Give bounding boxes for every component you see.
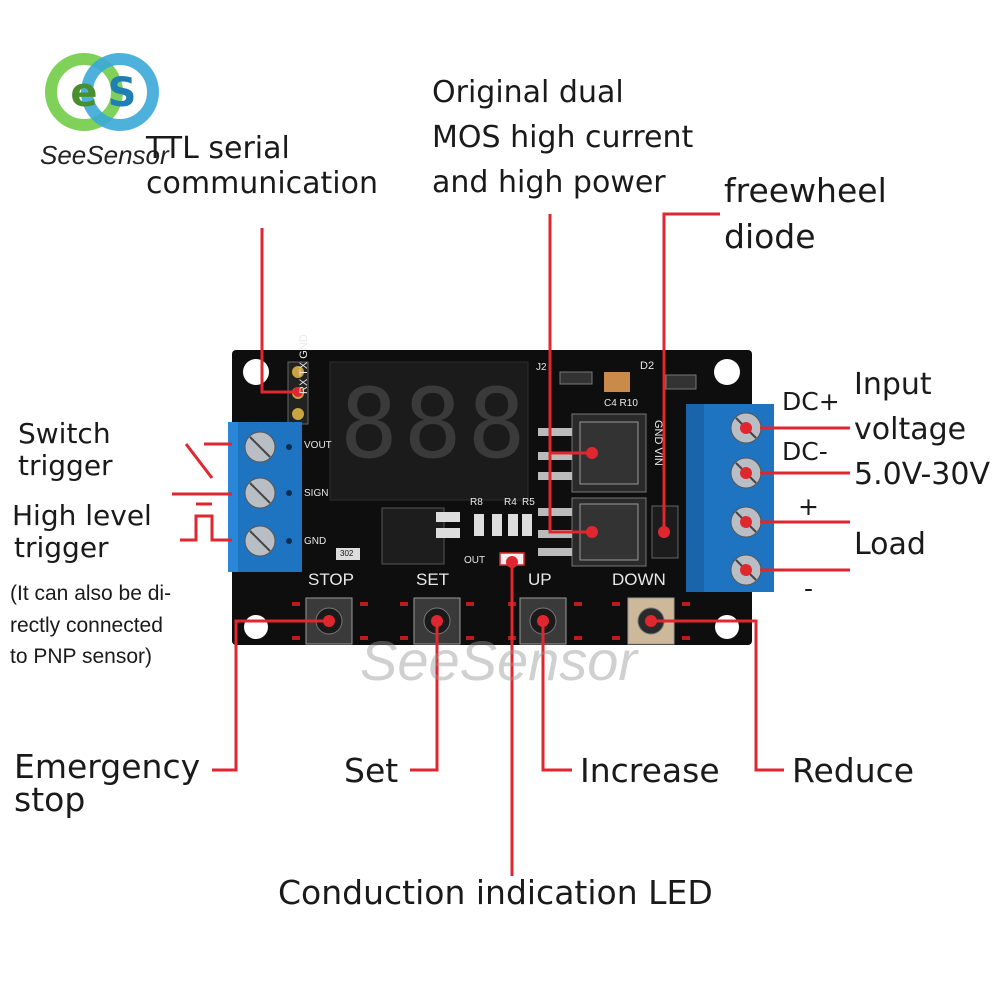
load-plus-label: + [798,492,819,521]
high-level-line: trigger [14,531,109,565]
svg-text:e: e [70,70,97,116]
logo-mark: e S [45,53,159,131]
input-voltage-label: Input voltage 5.0V-30V [854,362,990,497]
high-level-line: High level [12,499,152,532]
pnp-note: (It can also be di- rectly connected to … [10,578,171,673]
switch-trigger-label: Switch trigger [18,417,113,483]
smd-part [508,514,518,536]
smd-part [436,528,460,538]
header-pin-label: RX TX GND [298,334,310,394]
smd-part [436,512,460,522]
smd-part [474,514,484,536]
silk-302: 302 [340,549,354,558]
mosfet-top [538,413,647,493]
seven-segment-display [329,361,529,501]
silk-gnd-vin: GND VIN [652,420,664,466]
ttl-label-line: communication [146,165,379,201]
display-digits: 888 [340,368,532,480]
set-button-label: SET [416,570,450,589]
ttl-label-line: TTL serial [146,131,290,166]
silk-vout: VOUT [304,440,332,451]
smd-part [604,372,630,392]
mos-label-line: Original dual [432,75,624,110]
brand-name: SeeSensor [40,140,169,170]
svg-text:S: S [108,70,137,116]
silk-r4: R4 [504,497,517,508]
mount-hole [715,615,739,639]
pnp-note-line: to PNP sensor) [10,645,153,668]
silk-sign: SIGN [304,488,329,499]
mount-hole [714,359,740,385]
set-label: Set [344,751,399,790]
smd-part [492,514,502,536]
emergency-stop-line: Emergency [14,747,201,786]
dc-plus-label: DC+ [782,387,840,416]
right-terminal-block [686,404,774,592]
stop-button-label: STOP [308,570,354,589]
diode-label: freewheel diode [724,168,887,259]
emergency-stop-label: Emergency stop [14,750,200,816]
switch-symbol [172,442,232,496]
input-voltage-line: Input [854,367,932,402]
input-voltage-line: voltage [854,412,967,447]
down-button-label: DOWN [612,570,666,589]
switch-trigger-line: trigger [18,449,113,483]
pnp-note-line: (It can also be di- [10,582,172,605]
high-level-trigger-label: High level trigger [12,499,152,565]
input-voltage-line: 5.0V-30V [854,457,990,492]
emergency-stop-line: stop [14,780,86,819]
smd-part [559,371,593,385]
leader-dots [293,387,752,627]
pulse-symbol [180,502,232,542]
smd-part [522,514,532,536]
brand-logo: e S [44,46,164,166]
diode-label-line: diode [724,216,816,256]
switch-trigger-line: Switch [18,417,111,450]
leader-lines [212,212,850,876]
silk-d2: D2 [640,360,655,372]
increase-label: Increase [580,751,720,790]
dc-minus-label: DC- [782,437,828,466]
silk-c4r10: C4 R10 [604,398,638,409]
silk-out: OUT [464,555,486,566]
silk-j2: J2 [536,362,547,373]
silk-r8: R8 [470,497,483,508]
load-label: Load [854,527,926,562]
led-label: Conduction indication LED [278,873,713,912]
mos-label-line: MOS high current [432,120,694,155]
smd-part [336,548,360,560]
ttl-label: TTL serial communication [146,131,379,202]
watermark: SeeSensor [360,629,638,692]
ic-chip [381,507,445,565]
mount-hole [243,359,269,385]
mos-label: Original dual MOS high current and high … [432,70,693,205]
up-button-label: UP [528,570,552,589]
mount-hole [244,615,268,639]
pnp-note-line: rectly connected [10,613,163,637]
silk-r5: R5 [522,497,535,508]
smd-part [665,374,697,390]
mos-label-line: and high power [432,165,666,200]
reduce-label: Reduce [792,751,915,790]
left-terminal-block [228,422,302,572]
silk-gnd: GND [304,536,327,547]
diode-label-line: freewheel [724,171,887,210]
load-minus-label: - [804,574,814,603]
